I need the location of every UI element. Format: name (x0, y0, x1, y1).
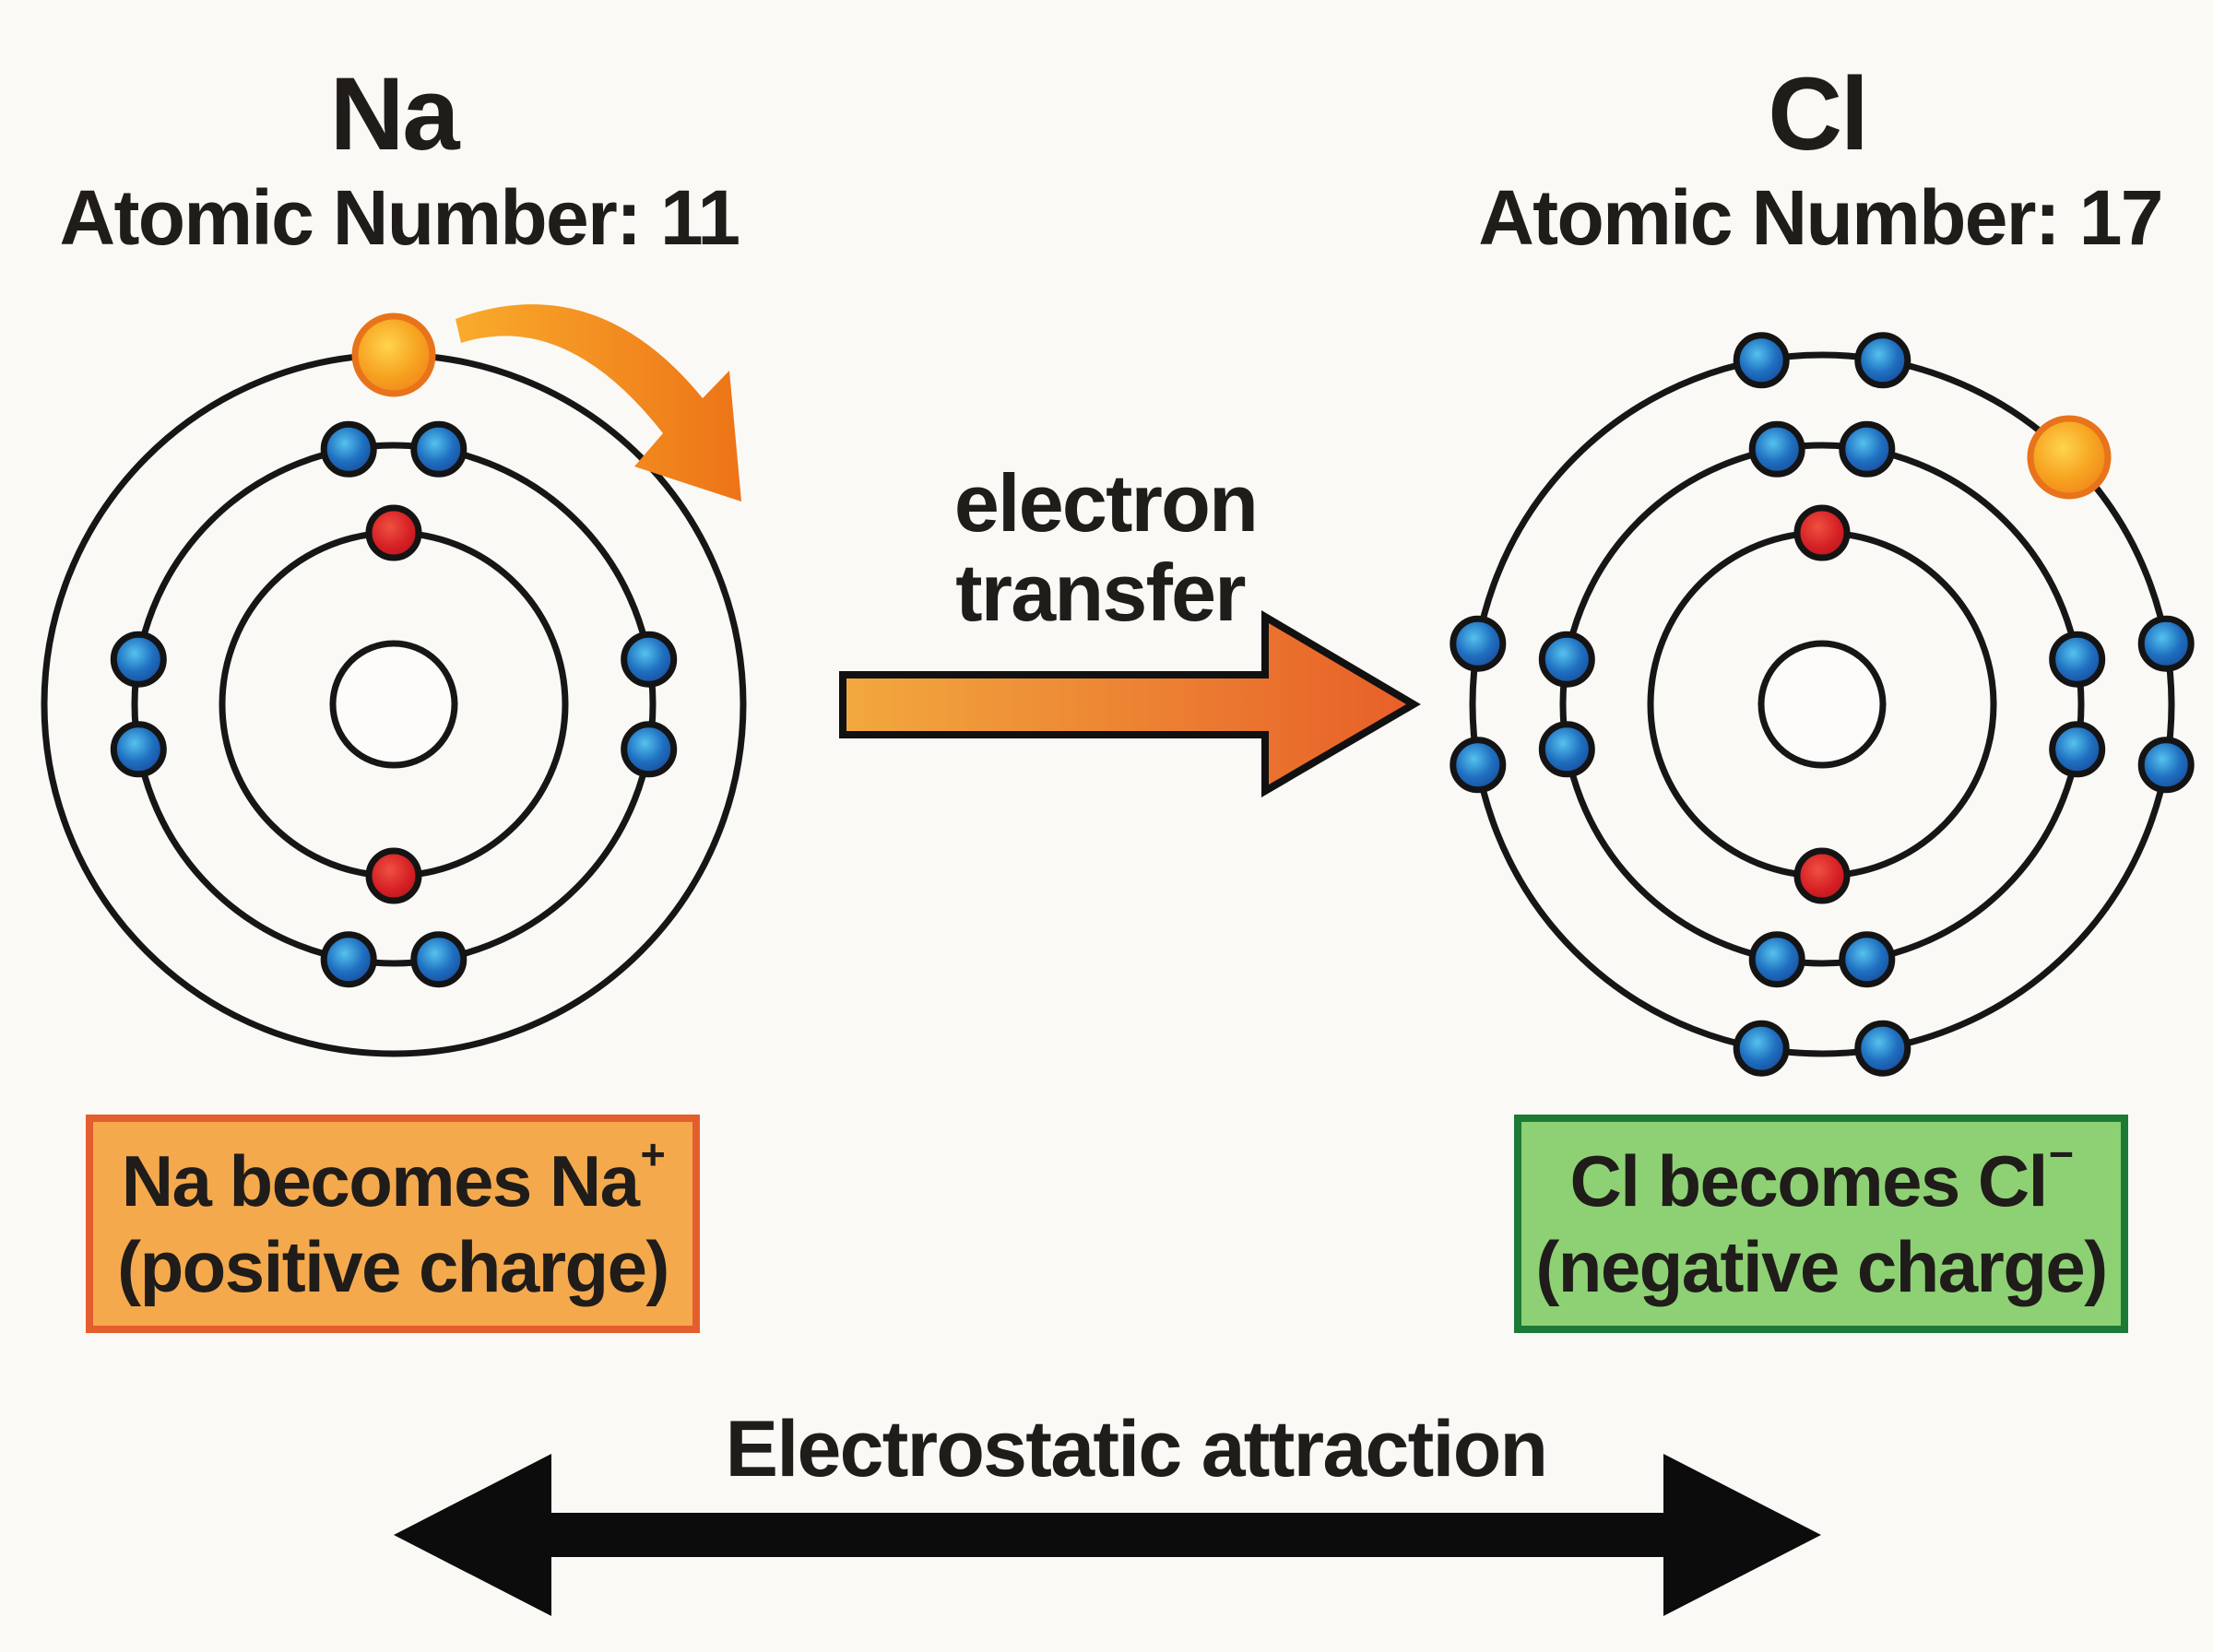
electron-transfer-label-line2: transfer (955, 547, 1246, 638)
transferred-electron (351, 313, 436, 397)
chlorine-symbol-title: Cl (1768, 56, 1869, 171)
electron-red (1793, 847, 1851, 904)
electron-red (365, 847, 422, 904)
electron-transfer-arrow (839, 609, 1421, 797)
electron-blue (1839, 931, 1896, 988)
transferred-electron (2027, 415, 2112, 500)
electron-blue (110, 721, 167, 778)
electron-shell (131, 442, 657, 967)
electrostatic-attraction-double-arrow (394, 1454, 1821, 1616)
sodium-caption-line1: Na becomes Na+ (121, 1133, 666, 1222)
sodium-caption-line2: (positive charge) (117, 1225, 669, 1307)
electrostatic-attraction-label: Electrostatic attraction (725, 1405, 1548, 1493)
plus-charge-superscript: + (640, 1130, 665, 1179)
electron-blue (1748, 420, 1805, 478)
electron-blue (320, 931, 377, 988)
chlorine-caption-base: Cl becomes Cl (1569, 1140, 2048, 1222)
sodium-atom (41, 313, 747, 1057)
electron-transfer-label-line1: electron (953, 457, 1259, 549)
electron-blue (320, 420, 377, 478)
electron-shell (1469, 351, 2175, 1057)
electron-blue (1733, 1020, 1790, 1077)
electron-blue (1854, 1020, 1911, 1077)
sodium-caption-box: Na becomes Na+ (positive charge) (86, 1115, 700, 1333)
electron-blue (410, 420, 467, 478)
chlorine-caption-box: Cl becomes Cl− (negative charge) (1514, 1115, 2128, 1333)
chlorine-atomic-number-label: Atomic Number: 17 (1478, 174, 2163, 261)
nucleus (1757, 640, 1887, 769)
electron-blue (1733, 332, 1790, 389)
sodium-atomic-number-label: Atomic Number: 11 (59, 174, 741, 261)
sodium-caption-base: Na becomes Na (121, 1140, 640, 1222)
electron-blue (2049, 721, 2106, 778)
electron-blue (621, 721, 678, 778)
electron-blue (1854, 332, 1911, 389)
electron-blue (1839, 420, 1896, 478)
electron-blue (2049, 631, 2106, 688)
sodium-symbol-title: Na (329, 56, 460, 171)
electron-blue (1450, 615, 1507, 672)
chlorine-atom (1450, 332, 2195, 1077)
electron-blue (410, 931, 467, 988)
chlorine-caption-line2: (negative charge) (1535, 1225, 2108, 1307)
chlorine-caption-line1: Cl becomes Cl− (1569, 1133, 2074, 1222)
electron-blue (2137, 737, 2195, 794)
electron-shell (1559, 442, 2085, 967)
minus-charge-superscript: − (2048, 1130, 2074, 1179)
electron-blue (2137, 615, 2195, 672)
electron-transfer-curved-arrow (456, 304, 741, 502)
electron-blue (1538, 631, 1595, 688)
electron-red (1793, 504, 1851, 561)
nucleus (329, 640, 458, 769)
electron-blue (621, 631, 678, 688)
electron-red (365, 504, 422, 561)
electron-blue (1748, 931, 1805, 988)
electron-blue (1538, 721, 1595, 778)
electron-blue (1450, 737, 1507, 794)
electron-blue (110, 631, 167, 688)
atoms-layer (41, 313, 2195, 1077)
